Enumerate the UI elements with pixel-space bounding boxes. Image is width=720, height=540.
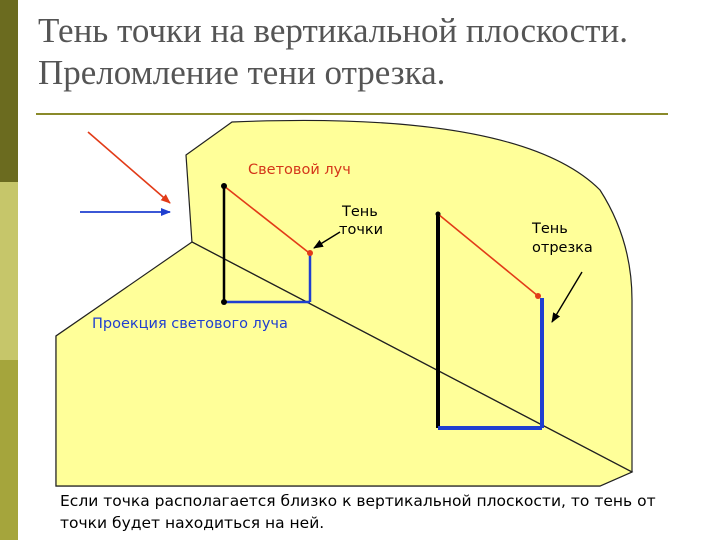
segment-shadow-pointer [551,271,583,323]
segment-shadow-marker [535,293,541,299]
point-shadow-label-line-1: Тень [342,204,378,220]
slide-title-line-2: Преломление тени отрезка. [38,53,446,92]
point-shadow-marker [307,250,313,256]
slide-title: Тень точки на вертикальной плоскости. Пр… [38,10,698,94]
plane-intersection-line [191,241,633,473]
point-light-ray [223,185,309,253]
sidebar-light-segment [0,360,18,540]
sidebar-mid-segment [0,182,18,360]
sidebar-dark-segment [0,0,18,182]
segment-light-ray [437,213,539,297]
light-ray-label: Световой луч [248,162,351,178]
title-underline [36,113,668,115]
point-shadow-label-line-2: точки [339,222,384,238]
slide-title-line-1: Тень точки на вертикальной плоскости. [38,11,628,50]
ray-projection-label: Проекция светового луча [92,316,288,332]
incoming-ray-arrow [87,131,171,204]
segment-shadow-label-line-2: отрезка [532,240,593,256]
segment-shadow-label-line-1: Тень [532,221,568,237]
point-projection-marker [221,299,227,305]
point-shadow-pointer [313,231,341,249]
segment-top-marker [435,211,441,217]
caption-text: Если точка располагается близко к вертик… [60,492,656,532]
point-marker [221,183,227,189]
